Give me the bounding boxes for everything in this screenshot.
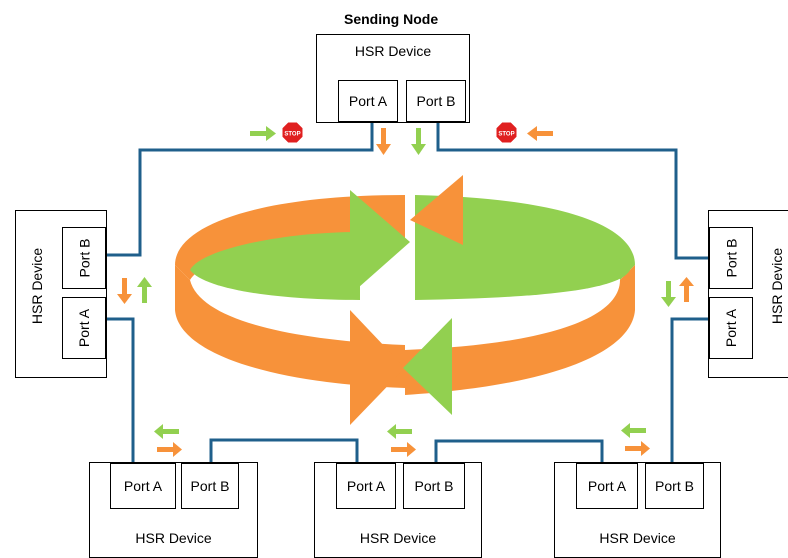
stop-icon: STOP xyxy=(281,121,304,144)
arrow-right-icon xyxy=(625,441,650,456)
arrow-down-icon xyxy=(376,128,391,155)
hsr-device-left: HSR Device Port B Port A xyxy=(15,210,107,378)
arrow-left-icon xyxy=(527,126,553,141)
port-label: Port A xyxy=(587,478,627,494)
arrow-down-icon xyxy=(411,128,426,155)
arrow-left-icon xyxy=(154,424,179,439)
device-label: HSR Device xyxy=(354,43,432,59)
arrow-right-icon xyxy=(250,126,276,141)
port-b: Port B xyxy=(62,227,106,289)
hsr-device-right: Port B Port A HSR Device xyxy=(708,210,788,378)
stop-label-right: STOP xyxy=(498,132,514,138)
ring-links xyxy=(107,123,708,462)
port-a: Port A xyxy=(62,297,106,359)
port-b: Port B xyxy=(406,80,466,122)
port-a: Port A xyxy=(336,463,396,509)
flow-arrows xyxy=(117,126,694,457)
device-label: HSR Device xyxy=(599,530,676,546)
arrow-down-icon xyxy=(117,278,132,304)
hsr-device-bottom-3: Port A Port B HSR Device xyxy=(554,462,721,558)
arrow-right-icon xyxy=(157,442,182,457)
port-b: Port B xyxy=(181,463,239,509)
device-label: HSR Device xyxy=(135,530,212,546)
port-a: Port A xyxy=(709,297,753,359)
port-label: Port B xyxy=(655,478,694,494)
link-left-bottom xyxy=(107,317,135,462)
arrow-down-icon xyxy=(661,281,676,307)
link-bottom-1-2 xyxy=(209,438,359,462)
port-label: Port A xyxy=(346,478,386,494)
hsr-device-bottom-2: Port A Port B HSR Device xyxy=(314,462,482,558)
sending-node-title: Sending Node xyxy=(344,11,439,27)
port-b: Port B xyxy=(645,463,704,509)
port-a: Port A xyxy=(576,463,638,509)
arrow-right-icon xyxy=(391,442,416,457)
device-label: HSR Device xyxy=(359,530,437,546)
link-top-left xyxy=(107,123,374,257)
hsr-device-top: HSR Device Port A Port B xyxy=(316,34,470,123)
port-label: Port B xyxy=(190,478,230,494)
port-label: Port A xyxy=(123,478,163,494)
link-right-bottom xyxy=(670,317,708,462)
port-a: Port A xyxy=(338,80,398,122)
port-b: Port B xyxy=(709,227,753,289)
link-bottom-2-3 xyxy=(434,439,604,462)
port-label: Port B xyxy=(76,238,92,278)
link-top-right xyxy=(436,123,708,260)
device-label: HSR Device xyxy=(769,247,785,325)
port-b: Port B xyxy=(403,463,465,509)
device-label: HSR Device xyxy=(29,247,45,325)
arrow-left-icon xyxy=(387,424,412,439)
port-label: Port A xyxy=(75,308,92,348)
port-label: Port A xyxy=(722,308,739,348)
stop-label-left: STOP xyxy=(284,132,300,138)
ring-arrow-icon xyxy=(175,175,635,425)
arrow-up-icon xyxy=(679,277,694,302)
port-label: Port B xyxy=(723,238,739,278)
port-a: Port A xyxy=(110,463,176,509)
port-label: Port B xyxy=(414,478,454,494)
hsr-device-bottom-1: Port A Port B HSR Device xyxy=(89,462,258,558)
arrow-left-icon xyxy=(621,423,646,438)
arrow-up-icon xyxy=(137,277,152,303)
port-label: Port A xyxy=(348,93,388,109)
stop-icon: STOP xyxy=(495,121,518,144)
port-label: Port B xyxy=(416,93,456,109)
